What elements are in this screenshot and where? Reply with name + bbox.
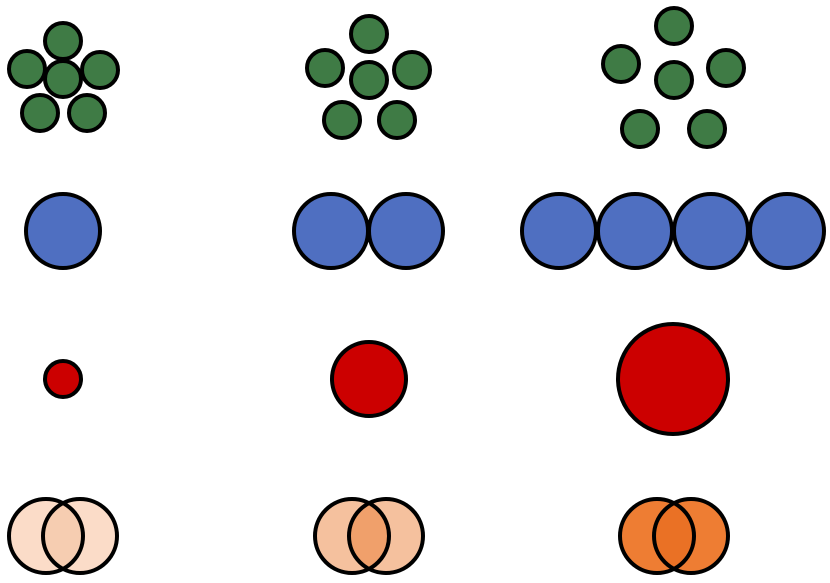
blue-circle — [24, 192, 102, 270]
green-dot — [349, 14, 389, 54]
overlap-pair-light — [7, 497, 119, 575]
green-dot — [80, 50, 120, 90]
green-dot — [43, 21, 83, 61]
green-dot — [7, 49, 47, 89]
green-dot — [67, 93, 107, 133]
overlap-outline — [313, 497, 391, 575]
overlap-outline — [347, 497, 425, 575]
overlap-lens — [349, 499, 389, 573]
blue-circle — [596, 192, 674, 270]
overlap-outline — [41, 497, 119, 575]
overlap-lens — [654, 499, 694, 573]
blue-circle — [748, 192, 826, 270]
overlap-pair-mid — [313, 497, 425, 575]
overlap-row — [7, 497, 730, 575]
blue-circle — [367, 192, 445, 270]
red-circle-medium — [330, 340, 408, 418]
green-dot — [620, 109, 660, 149]
blue-circle — [672, 192, 750, 270]
green-dot — [20, 93, 60, 133]
green-dot — [687, 109, 727, 149]
red-size-row — [43, 322, 730, 436]
red-circle-small — [43, 359, 83, 399]
green-dot — [654, 60, 694, 100]
overlap-outline — [7, 497, 85, 575]
green-dot — [601, 44, 641, 84]
green-dot — [322, 100, 362, 140]
overlap-outline — [652, 497, 730, 575]
green-dot — [377, 100, 417, 140]
overlap-outline — [618, 497, 696, 575]
overlap-lens — [43, 499, 83, 573]
blue-chain-row — [24, 192, 826, 270]
red-circle-large — [616, 322, 730, 436]
green-cluster-spread — [601, 6, 746, 149]
blue-circle — [292, 192, 370, 270]
green-dot — [349, 60, 389, 100]
overlap-pair-dark — [618, 497, 730, 575]
green-dot — [305, 48, 345, 88]
blue-circle — [520, 192, 598, 270]
green-cluster-row — [7, 6, 746, 149]
green-cluster-tight — [7, 21, 120, 133]
green-cluster-medium — [305, 14, 432, 140]
green-dot — [706, 48, 746, 88]
green-dot — [654, 6, 694, 46]
green-dot — [43, 59, 83, 99]
green-dot — [392, 50, 432, 90]
